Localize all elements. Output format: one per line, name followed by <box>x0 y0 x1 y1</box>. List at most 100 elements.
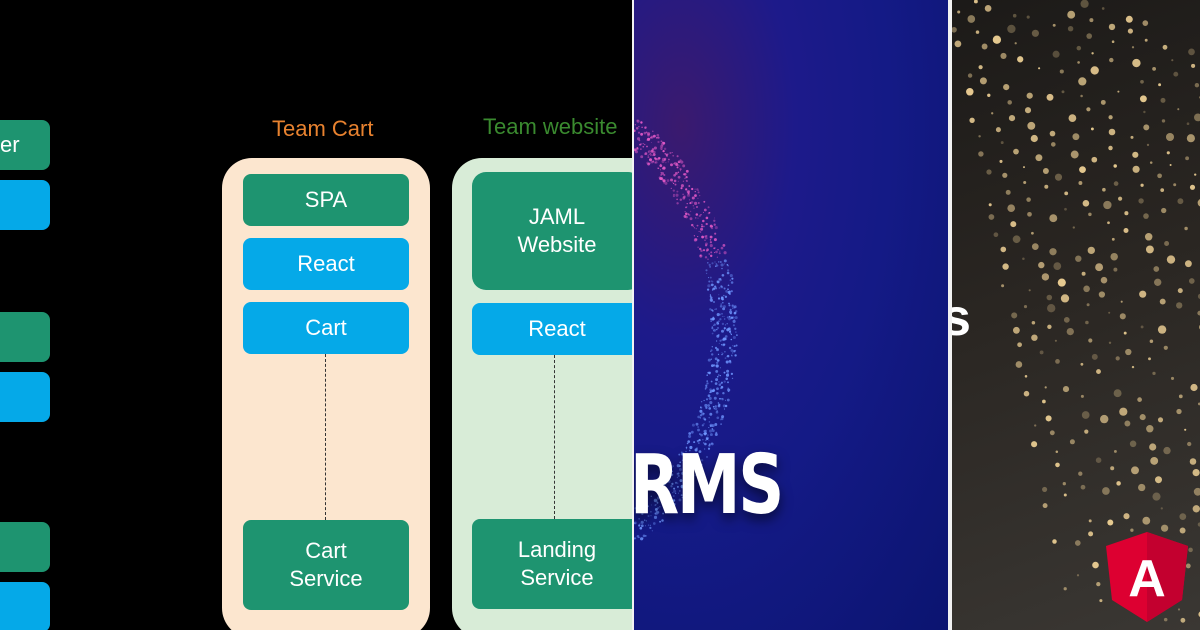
particle-dot <box>726 264 729 266</box>
particle-dot <box>714 261 716 263</box>
bokeh-dot <box>1080 0 1089 8</box>
particle-dot <box>662 479 665 482</box>
particle-dot <box>708 421 711 423</box>
bokeh-dot <box>1149 161 1153 164</box>
particle-dot <box>719 313 722 316</box>
particle-dot <box>694 474 696 476</box>
particle-dot <box>646 145 648 148</box>
particle-dot <box>691 187 694 191</box>
left-box-5 <box>0 522 50 572</box>
particle-dot <box>724 318 726 320</box>
particle-dot <box>705 406 708 410</box>
particle-dot <box>663 147 667 151</box>
particle-dot <box>641 512 644 516</box>
bokeh-dot <box>1115 356 1120 361</box>
particle-dot <box>704 242 708 246</box>
particle-dot <box>707 434 709 436</box>
particle-dot <box>721 352 723 354</box>
particle-dot <box>722 343 725 347</box>
particle-dot <box>736 334 738 336</box>
particle-dot <box>715 265 717 267</box>
bokeh-dot <box>1177 108 1180 111</box>
particle-dot <box>681 497 683 499</box>
bokeh-dot <box>1095 457 1102 463</box>
particle-dot <box>650 152 652 154</box>
particle-dot <box>694 190 696 193</box>
particle-dot <box>706 374 708 376</box>
particle-dot <box>709 266 711 268</box>
bokeh-dot <box>1108 115 1113 120</box>
particle-dot <box>649 153 652 156</box>
bokeh-dot <box>1095 263 1104 272</box>
bokeh-dot <box>992 35 1002 44</box>
particle-dot <box>709 235 713 239</box>
particle-dot <box>652 153 656 157</box>
particle-dot <box>684 177 686 180</box>
particle-dot <box>694 237 696 240</box>
particle-dot <box>724 335 728 338</box>
bokeh-dot <box>1061 90 1065 94</box>
particle-dot <box>673 179 677 183</box>
bokeh-dot <box>1138 198 1144 204</box>
particle-dot <box>710 358 713 360</box>
particle-dot <box>727 388 731 392</box>
particle-dot <box>714 217 716 219</box>
particle-dot <box>670 485 673 488</box>
particle-dot <box>707 258 709 260</box>
bokeh-dot <box>1132 165 1140 173</box>
particle-dot <box>676 202 679 205</box>
bokeh-dot <box>1110 252 1118 261</box>
particle-dot <box>711 346 713 348</box>
particle-dot <box>701 223 703 226</box>
bokeh-dot <box>1191 63 1196 68</box>
bokeh-dot <box>1044 386 1047 389</box>
particle-dot <box>661 142 665 146</box>
bokeh-dot <box>1091 156 1098 163</box>
bokeh-dot <box>1068 114 1077 122</box>
particle-dot <box>677 474 680 478</box>
particle-dot <box>639 526 643 530</box>
particle-dot <box>727 288 729 291</box>
particle-dot <box>647 524 650 526</box>
particle-dot <box>709 424 712 428</box>
particle-dot <box>728 302 730 305</box>
particle-dot <box>638 524 641 527</box>
bokeh-dot <box>1046 93 1054 101</box>
particle-dot <box>709 241 712 244</box>
bokeh-dot <box>1054 339 1057 342</box>
landing-service-box: Landing Service <box>472 519 632 609</box>
bokeh-dot <box>984 5 992 12</box>
particle-dot <box>640 132 644 136</box>
particle-dot <box>695 422 699 426</box>
particle-dot <box>659 520 662 523</box>
particle-dot <box>657 140 660 144</box>
particle-dot <box>683 172 687 176</box>
particle-dot <box>694 188 696 190</box>
particle-dot <box>703 418 707 421</box>
bokeh-dot <box>1125 15 1133 23</box>
particle-dot <box>656 501 659 504</box>
particle-dot <box>702 433 705 435</box>
bokeh-dot <box>1055 462 1060 468</box>
bokeh-dot <box>1142 20 1149 26</box>
bokeh-dot <box>1088 338 1093 343</box>
particle-dot <box>642 534 646 538</box>
particle-dot <box>635 127 639 130</box>
bokeh-dot <box>973 0 978 4</box>
particle-dot <box>705 222 708 226</box>
particle-dot <box>731 352 734 354</box>
bokeh-dot <box>1108 23 1116 31</box>
bokeh-dot <box>1078 471 1083 476</box>
particle-dot <box>638 125 640 128</box>
particle-dot <box>664 495 667 498</box>
particle-dot <box>643 131 647 135</box>
bokeh-dot <box>988 203 992 207</box>
bokeh-dot <box>1042 168 1049 174</box>
panel-divider-1 <box>632 0 634 630</box>
particle-dot <box>729 329 732 332</box>
bokeh-dot <box>1052 539 1057 544</box>
bokeh-dot <box>1148 357 1151 361</box>
bokeh-dot <box>1049 130 1056 137</box>
particle-dot <box>711 262 714 265</box>
bokeh-dot <box>1163 446 1171 455</box>
